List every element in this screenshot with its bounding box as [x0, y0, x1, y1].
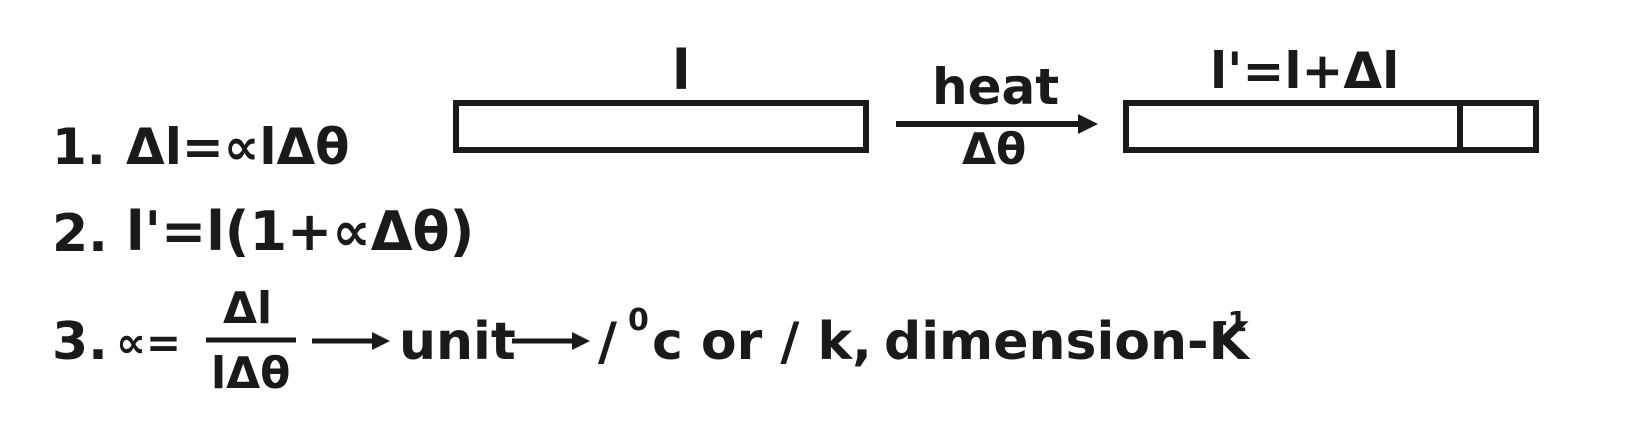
eq2-expression: l'=l(1+∝Δθ)	[126, 200, 475, 263]
eq3-number: 3.	[52, 312, 108, 372]
eq3-numerator: Δl	[223, 283, 273, 334]
dimension-label: dimension-K	[884, 312, 1249, 372]
heat-label: heat	[932, 58, 1060, 116]
unit-value-tail: c or / k,	[652, 312, 872, 372]
eq3-denominator: lΔθ	[211, 348, 291, 399]
rod-expanded	[1123, 100, 1539, 153]
unit-degree: 0	[628, 303, 649, 338]
unit-arrow-2-head	[572, 332, 590, 350]
rod-final-length-label: l'=l+Δl	[1210, 42, 1400, 100]
dimension-exponent: -1	[1216, 305, 1248, 338]
eq1-number: 1.	[52, 118, 106, 176]
rod-initial-length-label: l	[672, 39, 691, 102]
unit-value-slash: /	[598, 312, 617, 372]
unit-label: unit	[399, 312, 516, 372]
unit-arrow-1-head	[372, 332, 390, 350]
eq1-expression: Δl=∝lΔθ	[126, 118, 350, 176]
heat-arrow-head	[1078, 114, 1098, 134]
rod-initial	[453, 100, 869, 153]
temperature-change-label: Δθ	[962, 124, 1027, 175]
eq3-alpha-equals: ∝=	[116, 318, 182, 367]
eq2-number: 2.	[52, 204, 108, 264]
